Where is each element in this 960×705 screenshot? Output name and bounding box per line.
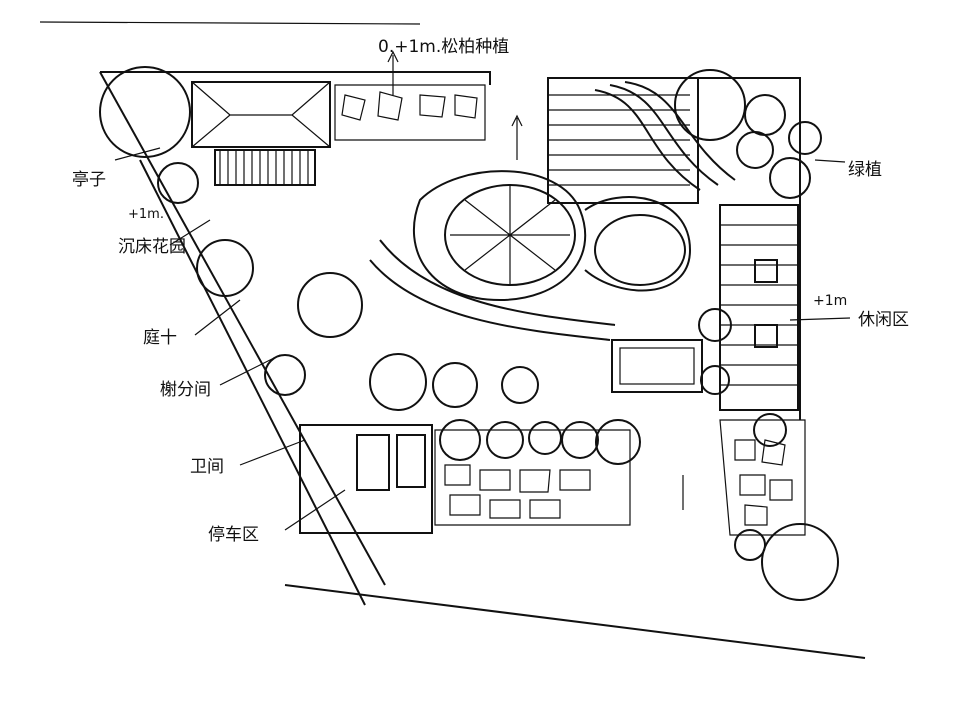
label-top-planting: 0.+1m.松柏种植 <box>378 37 509 57</box>
deck-area <box>547 77 799 411</box>
label-sunken-level: +1m. <box>128 207 164 222</box>
trees <box>99 66 839 601</box>
label-pavilion-room: 榭分间 <box>160 380 211 400</box>
label-rest-area: 休闲区 <box>858 310 909 330</box>
stream <box>594 81 736 191</box>
label-restroom: 卫间 <box>190 457 224 477</box>
label-rest-level: +1m <box>813 293 847 309</box>
stone-paving <box>334 84 806 536</box>
label-stepping: 庭十 <box>143 328 177 348</box>
label-parking: 停车区 <box>208 525 259 545</box>
restroom-building <box>299 424 433 534</box>
central-pond <box>412 170 692 302</box>
label-pavilion: 亭子 <box>72 170 106 190</box>
label-sunken-garden: 沉床花园 <box>118 237 186 257</box>
leader-arrows <box>114 50 851 531</box>
label-greenery: 绿植 <box>848 160 882 180</box>
pavilion-roof <box>191 81 331 186</box>
